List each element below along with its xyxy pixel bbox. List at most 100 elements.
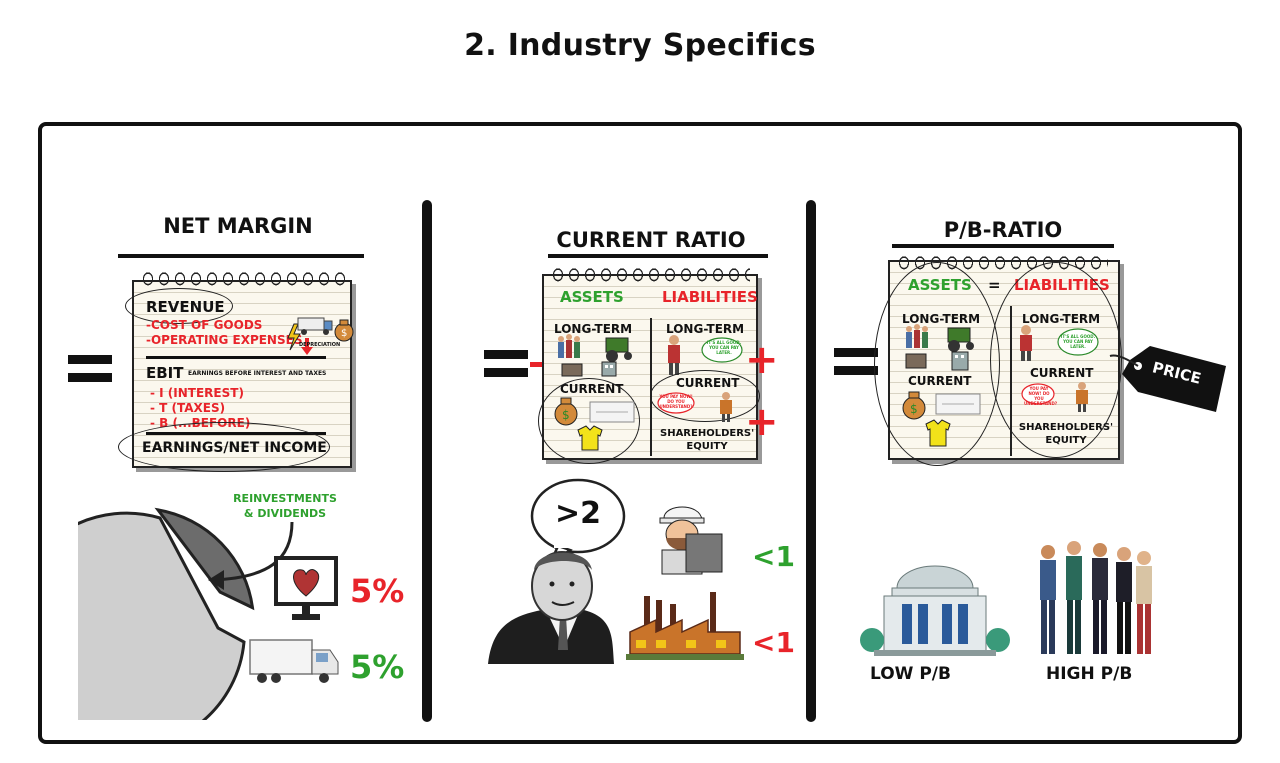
factory-ratio-value: <1 bbox=[752, 626, 795, 659]
current-assets-oval bbox=[538, 378, 640, 464]
section-divider bbox=[806, 200, 816, 722]
bank-building-icon bbox=[860, 565, 1010, 656]
revenue-label: REVENUE bbox=[146, 298, 225, 316]
interest-label: - I (INTEREST) bbox=[150, 386, 244, 400]
current-assets-icons: $ bbox=[554, 397, 635, 451]
depreciation-label: DEPRECIATION bbox=[299, 342, 341, 348]
long-term-assets-label: LONG-TERM bbox=[902, 312, 981, 326]
investor-portrait bbox=[488, 478, 626, 664]
truck-margin-value: 5% bbox=[350, 648, 405, 686]
ebit-label: EBIT bbox=[146, 364, 184, 382]
cheque-icon bbox=[589, 401, 635, 423]
svg-text:$: $ bbox=[910, 402, 918, 416]
earnings-highlight-oval bbox=[118, 422, 330, 472]
taxes-label: - T (TAXES) bbox=[150, 401, 226, 415]
money-bag-icon: $ bbox=[902, 391, 926, 420]
man-icon bbox=[488, 551, 614, 664]
t-shirt-icon bbox=[577, 425, 603, 451]
tractor-icon bbox=[947, 327, 974, 352]
net-margin-pie bbox=[78, 507, 294, 720]
current-assets-label: CURRENT bbox=[908, 374, 972, 388]
speech-text: >2 bbox=[554, 496, 601, 531]
factory-icon bbox=[626, 592, 744, 660]
creditor-angry-icon bbox=[657, 392, 732, 422]
expenses-icons: $ bbox=[287, 317, 354, 355]
liabilities-oval bbox=[990, 262, 1122, 458]
current-liabilities-label: CURRENT bbox=[1030, 366, 1094, 380]
arrow-head bbox=[208, 570, 224, 590]
workers-icon bbox=[906, 324, 928, 348]
title-underline bbox=[118, 254, 364, 258]
machine-icon bbox=[561, 363, 583, 377]
page-title: 2. Industry Specifics bbox=[464, 28, 816, 63]
businessmen-group-icon bbox=[1040, 541, 1152, 654]
down-arrow-icon bbox=[301, 338, 313, 355]
price-tag-icon bbox=[1109, 346, 1226, 412]
pb-ratio-title: P/B-RATIO bbox=[943, 218, 1063, 242]
shareholders-label: SHAREHOLDERS' bbox=[660, 428, 755, 439]
health-margin-value: 5% bbox=[350, 572, 405, 610]
building-icon bbox=[601, 361, 617, 377]
current-liabilities-oval bbox=[650, 370, 760, 422]
current-ratio-title: CURRENT RATIO bbox=[556, 228, 746, 252]
cheque-icon bbox=[935, 393, 981, 415]
engineer-laptop-icon bbox=[659, 506, 723, 575]
cost-of-goods-label: -COST OF GOODS bbox=[146, 318, 263, 332]
operating-expenses-label: -OPERATING EXPENSES bbox=[146, 333, 303, 347]
column-divider bbox=[650, 318, 652, 456]
money-bag-icon: $ bbox=[334, 319, 354, 342]
ebit-definition: EARNINGS BEFORE INTEREST AND TAXES bbox=[188, 370, 327, 377]
plus-sign: + bbox=[745, 337, 779, 383]
high-pb-label: HIGH P/B bbox=[1046, 664, 1133, 684]
creditor-calm-icon bbox=[668, 335, 743, 375]
truck-icon bbox=[249, 639, 339, 683]
money-bag-icon: $ bbox=[554, 397, 578, 426]
lightning-icon bbox=[287, 323, 301, 351]
shareholders-label: SHAREHOLDERS' bbox=[1018, 422, 1114, 433]
long-term-liabilities-label: LONG-TERM bbox=[666, 322, 745, 336]
long-term-assets-icons bbox=[558, 334, 632, 377]
long-term-liabilities-label: LONG-TERM bbox=[1022, 312, 1101, 326]
creditor-calm-icon bbox=[1020, 325, 1099, 361]
heart-monitor-icon bbox=[274, 556, 338, 620]
title-underline bbox=[548, 254, 768, 258]
equals-sign bbox=[834, 348, 878, 384]
revenue-highlight-oval bbox=[125, 288, 233, 324]
building-icon bbox=[951, 351, 969, 371]
machine-icon bbox=[905, 353, 927, 369]
current-liabilities-label: CURRENT bbox=[676, 376, 740, 390]
angry-speech-text: YOU PAY NOW! DO YOU UNDERSTAND? bbox=[659, 394, 693, 409]
section-divider bbox=[422, 200, 432, 722]
minus-sign bbox=[530, 362, 548, 367]
engineer-ratio-value: <1 bbox=[752, 540, 795, 573]
equals-sign bbox=[484, 350, 528, 386]
current-assets-icons: $ bbox=[902, 391, 981, 447]
content-frame bbox=[38, 122, 1242, 744]
equals-sign bbox=[68, 355, 112, 391]
notepad-spiral bbox=[550, 264, 750, 282]
arrow-curve bbox=[211, 521, 294, 582]
reinvestments-label: REINVESTMENTS bbox=[233, 492, 337, 505]
angry-speech-text: YOU PAY NOW! DO YOU UNDERSTAND? bbox=[1024, 386, 1058, 406]
long-term-assets-label: LONG-TERM bbox=[554, 322, 633, 336]
equity-label: EQUITY bbox=[1045, 435, 1087, 446]
equity-label: EQUITY bbox=[686, 441, 728, 452]
pie-main-slice bbox=[78, 511, 246, 720]
earnings-label: EARNINGS/NET INCOME bbox=[142, 440, 327, 456]
divider-line bbox=[146, 356, 326, 359]
title-underline bbox=[892, 244, 1114, 248]
svg-text:$: $ bbox=[562, 408, 570, 422]
truck-icon bbox=[297, 317, 333, 335]
net-margin-title: NET MARGIN bbox=[163, 214, 313, 238]
plus-sign: + bbox=[745, 399, 779, 445]
low-pb-label: LOW P/B bbox=[870, 664, 951, 684]
creditor-angry-icon bbox=[1021, 382, 1088, 412]
speech-bubble-icon bbox=[530, 478, 626, 568]
dividends-label: & DIVIDENDS bbox=[243, 507, 327, 520]
workers-icon bbox=[558, 334, 580, 358]
long-term-assets-icons bbox=[905, 324, 974, 371]
equals-label: = bbox=[988, 276, 1001, 294]
calm-speech-text: IT'S ALL GOOD. YOU CAN PAY LATER. bbox=[1060, 334, 1096, 349]
svg-text:$: $ bbox=[341, 328, 347, 339]
notepad-spiral bbox=[140, 268, 345, 286]
